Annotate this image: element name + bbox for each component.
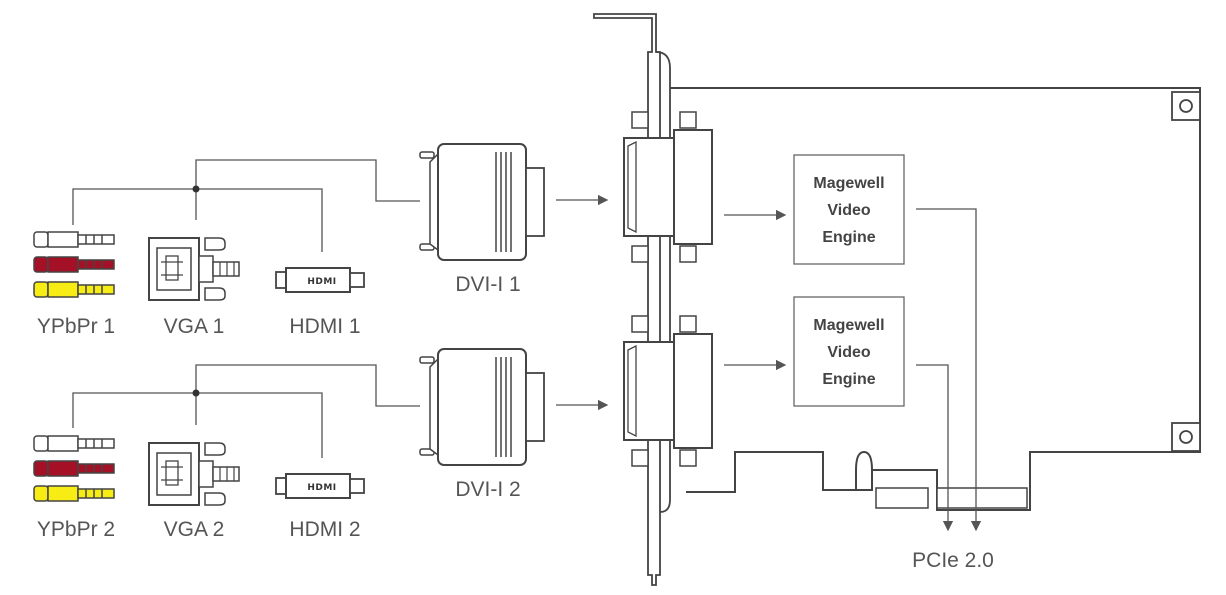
engine-1-line-3: Engine	[822, 229, 875, 246]
rca-red-plug-2	[33, 460, 115, 477]
label-ypbpr-2: YPbPr 2	[37, 518, 115, 541]
label-hdmi-1: HDMI 1	[289, 315, 360, 338]
rca-yellow-plug-2	[33, 485, 115, 502]
vga-plug-1	[148, 237, 240, 301]
label-dvi-2: DVI-I 2	[455, 478, 520, 501]
dvi-port-2	[623, 315, 713, 467]
vga-plug-2	[148, 442, 240, 506]
engine-1-line-2: Video	[827, 202, 871, 219]
video-engine-2: Magewell Video Engine	[793, 296, 905, 407]
rca-white-plug-2	[33, 435, 115, 452]
hdmi-plug-2: HDMI	[275, 473, 365, 499]
pci-bracket	[593, 13, 671, 586]
label-dvi-1: DVI-I 1	[455, 273, 520, 296]
hdmi-plug-1: HDMI	[275, 267, 365, 293]
ypbpr-plugs-2	[33, 435, 115, 502]
hdmi-plug-2-text: HDMI	[307, 483, 336, 493]
arrow-engine1-to-pcie	[916, 208, 982, 532]
hdmi-plug-1-text: HDMI	[307, 277, 336, 287]
rca-white-plug-1	[33, 231, 115, 248]
rca-red-plug-1	[33, 256, 115, 273]
mount-hole-top	[1171, 91, 1201, 121]
label-pcie: PCIe 2.0	[912, 549, 994, 572]
mount-hole-bottom	[1171, 422, 1201, 452]
label-ypbpr-1: YPbPr 1	[37, 315, 115, 338]
engine-2-line-1: Magewell	[813, 317, 884, 334]
engine-2-line-2: Video	[827, 344, 871, 361]
engine-2-line-3: Engine	[822, 371, 875, 388]
dvi-plug-1	[419, 143, 545, 261]
wiring-group-1	[72, 159, 420, 252]
capture-card	[670, 87, 1201, 511]
dvi-port-1	[623, 111, 713, 263]
arrow-engine2-to-pcie	[916, 364, 954, 532]
pcie-pins-long	[936, 487, 1028, 509]
label-vga-2: VGA 2	[164, 518, 225, 541]
label-vga-1: VGA 1	[164, 315, 225, 338]
video-engine-1: Magewell Video Engine	[793, 154, 905, 265]
pcie-pins-short	[875, 487, 929, 509]
dvi-plug-2	[419, 348, 545, 466]
label-hdmi-2: HDMI 2	[289, 518, 360, 541]
wiring-group-2	[72, 364, 420, 458]
ypbpr-plugs-1	[33, 231, 115, 298]
rca-yellow-plug-1	[33, 281, 115, 298]
engine-1-line-1: Magewell	[813, 175, 884, 192]
